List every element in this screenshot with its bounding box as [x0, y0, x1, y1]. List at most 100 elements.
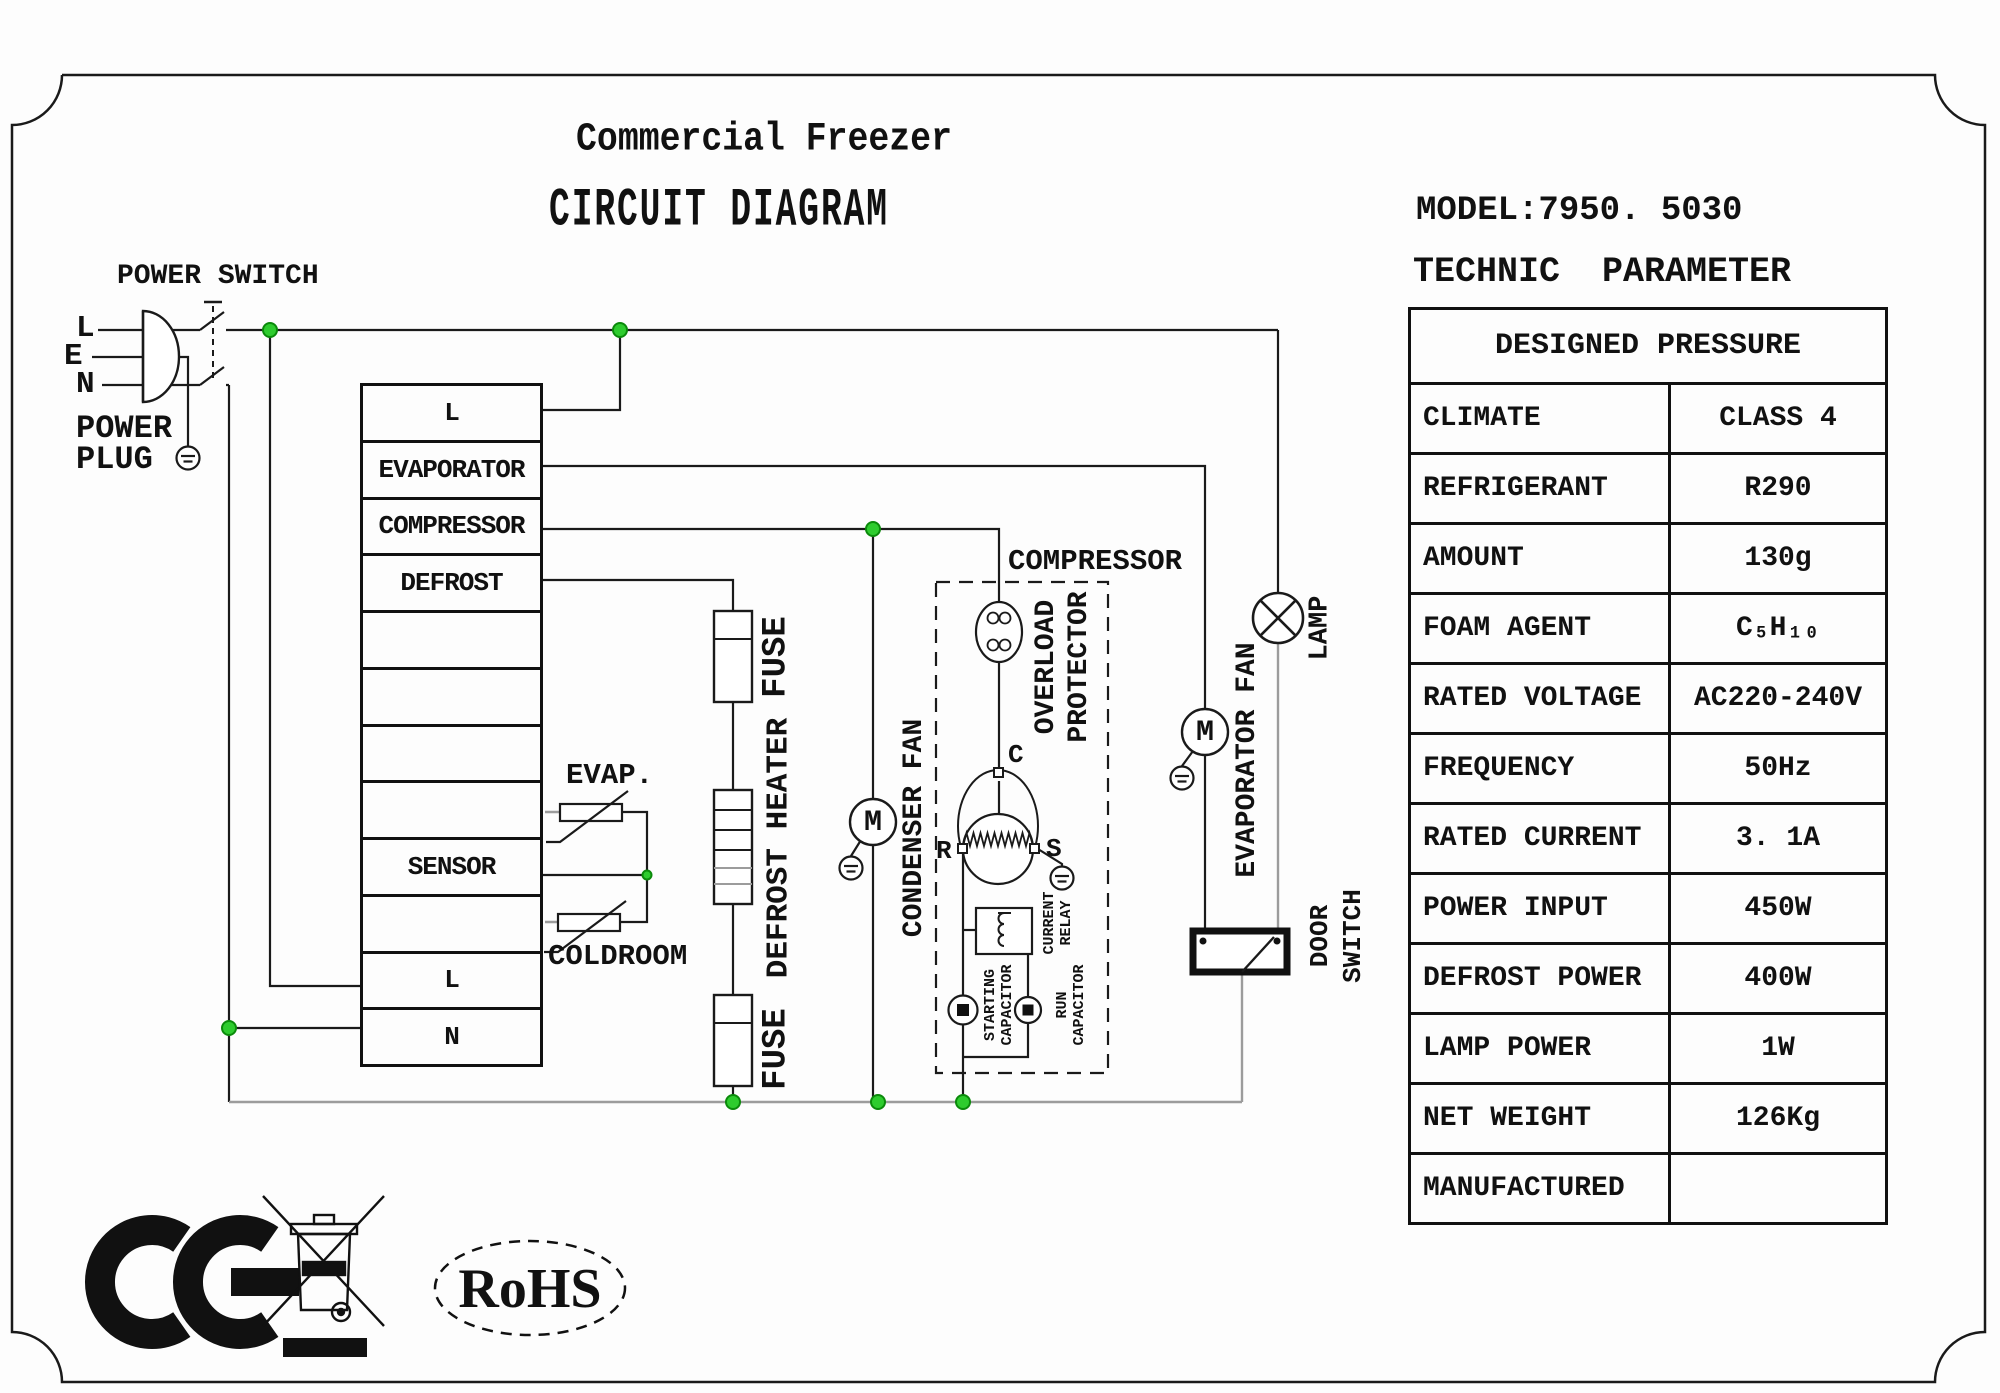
lamp-label: LAMP	[1305, 595, 1336, 661]
sheet-title-line2: CIRCUIT DIAGRAM	[549, 180, 889, 242]
table-header-row: DESIGNED PRESSURE	[1408, 307, 1888, 385]
compressor-box	[934, 580, 1110, 1075]
terminal-row-empty-1	[363, 613, 540, 670]
terminal-row-l-bottom: L	[363, 954, 540, 1011]
current-relay-label: CURRENT RELAY	[1041, 891, 1075, 955]
ce-mark-icon	[85, 1215, 299, 1349]
fuse-bottom-label: FUSE	[757, 1008, 796, 1090]
param-value: CLASS 4	[1668, 382, 1888, 455]
param-value: 3. 1A	[1668, 802, 1888, 875]
condenser-fan-motor-symbol	[838, 797, 898, 881]
param-label: POWER INPUT	[1408, 872, 1671, 945]
param-value: 126Kg	[1668, 1082, 1888, 1155]
terminal-row-defrost: DEFROST	[363, 556, 540, 613]
power-plug-symbol	[141, 309, 201, 471]
terminal-row-empty-5	[363, 897, 540, 954]
evaporator-motor-letter: M	[1195, 716, 1215, 750]
param-label: FREQUENCY	[1408, 732, 1671, 805]
run-capacitor-label: RUN CAPACITOR	[1054, 964, 1088, 1046]
param-label: FOAM AGENT	[1408, 592, 1671, 665]
technic-parameter-title: TECHNIC PARAMETER	[1413, 252, 1792, 292]
terminal-row-empty-3	[363, 727, 540, 784]
param-value: 1W	[1668, 1012, 1888, 1085]
param-value	[1668, 1152, 1888, 1225]
terminal-r-label: R	[936, 836, 952, 866]
terminal-row-empty-2	[363, 670, 540, 727]
door-switch-label: DOOR SWITCH	[1305, 889, 1368, 983]
param-label: LAMP POWER	[1408, 1012, 1671, 1085]
current-relay-symbol	[974, 906, 1034, 956]
lamp-symbol	[1251, 591, 1305, 645]
evap-sensor-symbol	[546, 790, 629, 844]
terminal-block: L EVAPORATOR COMPRESSOR DEFROST SENSOR L…	[360, 383, 543, 1067]
wires-black	[92, 311, 1280, 1102]
plug-pin-l-label: L	[76, 311, 95, 346]
rohs-label: RoHS	[458, 1258, 602, 1320]
door-switch-symbol	[1189, 927, 1291, 976]
condenser-fan-label: CONDENSER FAN	[898, 718, 930, 938]
coldroom-sensor-label: COLDROOM	[548, 940, 688, 973]
defrost-heater-label: DEFROST HEATER	[761, 717, 797, 979]
weee-bin-icon	[262, 1195, 385, 1357]
param-value: AC220-240V	[1668, 662, 1888, 735]
overload-protector-label: OVERLOAD PROTECTOR	[1031, 591, 1095, 743]
param-value: 400W	[1668, 942, 1888, 1015]
sheet-title-line1: Commercial Freezer	[576, 117, 952, 163]
terminal-s-label: S	[1046, 834, 1062, 864]
power-plug-label: POWER PLUG	[76, 410, 173, 478]
param-label: AMOUNT	[1408, 522, 1671, 595]
overload-protector-symbol	[974, 600, 1024, 664]
param-label: RATED CURRENT	[1408, 802, 1671, 875]
param-value: 50Hz	[1668, 732, 1888, 805]
plug-pin-n-label: N	[76, 367, 95, 402]
condenser-motor-letter: M	[863, 806, 883, 840]
rohs-oval-icon	[433, 1239, 627, 1337]
evap-sensor-label: EVAP.	[566, 759, 654, 792]
param-label: CLIMATE	[1408, 382, 1671, 455]
terminal-row-compressor: COMPRESSOR	[363, 500, 540, 557]
designed-pressure-header: DESIGNED PRESSURE	[1408, 307, 1888, 385]
param-label: MANUFACTURED	[1408, 1152, 1671, 1225]
sheet-border	[10, 73, 1987, 1384]
param-value: R290	[1668, 452, 1888, 525]
model-number: MODEL:7950. 5030	[1416, 192, 1743, 230]
junction-dots	[221, 322, 971, 1110]
terminal-row-n: N	[444, 1022, 460, 1053]
param-label: REFRIGERANT	[1408, 452, 1671, 525]
param-label: NET WEIGHT	[1408, 1082, 1671, 1155]
fuse-top-label: FUSE	[757, 616, 796, 698]
param-label: RATED VOLTAGE	[1408, 662, 1671, 735]
terminal-c-label: C	[1008, 740, 1024, 770]
terminal-row-empty-4	[363, 783, 540, 840]
defrost-heater-symbol	[712, 788, 754, 906]
plug-pin-e-label: E	[64, 339, 83, 374]
terminal-row-l-top: L	[363, 386, 540, 443]
terminal-row-sensor: SENSOR	[363, 840, 540, 897]
starting-capacitor-symbol	[947, 994, 979, 1026]
param-value: 450W	[1668, 872, 1888, 945]
fuse-bottom-symbol	[712, 993, 754, 1088]
compressor-motor-symbol	[957, 767, 1075, 891]
terminal-row-evaporator: EVAPORATOR	[363, 443, 540, 500]
param-value: C₅H₁₀	[1668, 592, 1888, 665]
run-capacitor-symbol	[1013, 995, 1043, 1025]
fuse-top-symbol	[712, 609, 754, 704]
param-value: 130g	[1668, 522, 1888, 595]
evaporator-fan-motor-symbol	[1169, 707, 1230, 791]
power-switch-symbol	[204, 300, 222, 378]
coldroom-sensor-symbol	[544, 900, 627, 954]
evaporator-fan-label: EVAPORATOR FAN	[1231, 642, 1263, 878]
